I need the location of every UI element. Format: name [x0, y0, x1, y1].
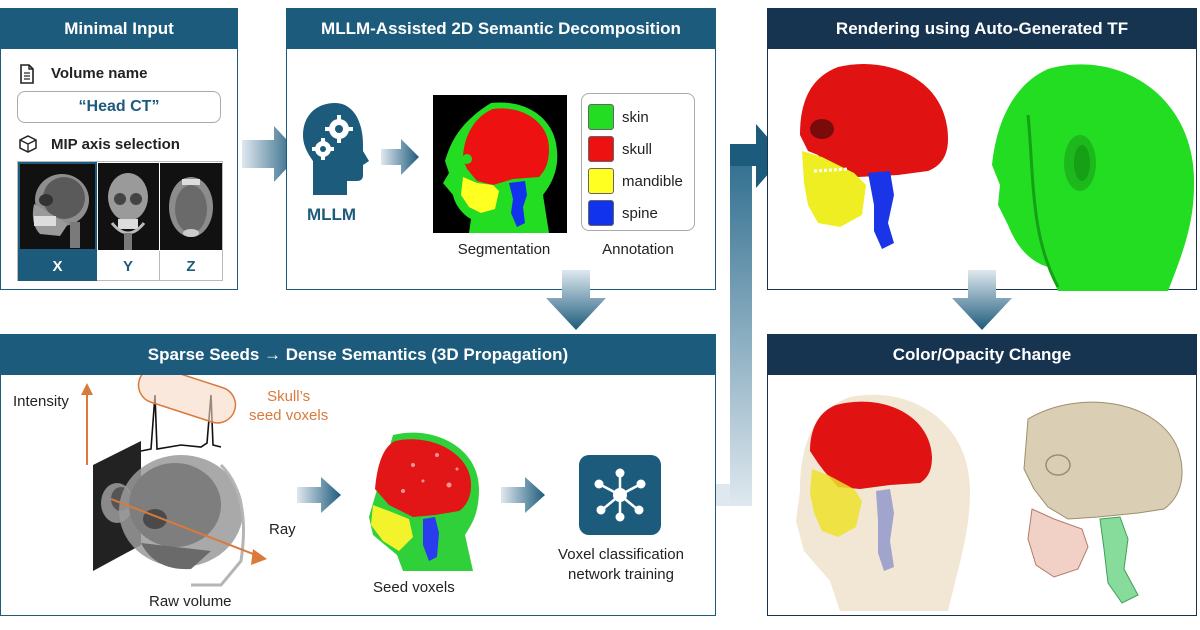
volume-name-field[interactable]: “Head CT” [17, 91, 221, 123]
minimal-input-panel: Minimal Input Volume name “Head CT” MIP … [0, 8, 238, 290]
volume-name-value: “Head CT” [78, 98, 160, 115]
legend-item-spine: spine [588, 200, 658, 226]
axis-y-label: Y [122, 257, 133, 275]
legend-swatch-spine [588, 200, 614, 226]
legend-swatch-mandible [588, 168, 614, 194]
arrow-decomposition-down [546, 270, 606, 330]
legend-label-mandible: mandible [622, 172, 683, 190]
arrow-mllm-to-segmentation [381, 139, 419, 175]
training-caption: Voxel classification network training [537, 545, 705, 585]
legend-label-spine: spine [622, 204, 658, 222]
arrow-input-to-mllm [242, 126, 300, 182]
annotation-legend: skin skull mandible spine [581, 93, 695, 231]
ray-label: Ray [269, 521, 296, 538]
minimal-input-title: Minimal Input [1, 9, 237, 49]
color-change-panel: Color/Opacity Change [767, 334, 1197, 616]
seed-note: Skull’s seed voxels [249, 387, 328, 425]
color-change-title: Color/Opacity Change [768, 335, 1196, 375]
axis-x-label: X [52, 257, 63, 275]
legend-swatch-skin [588, 104, 614, 130]
mip-thumbnails: X Y Z [17, 161, 223, 281]
legend-item-skin: skin [588, 104, 649, 130]
seed-note-line1: Skull’s [267, 388, 311, 405]
rendering-title: Rendering using Auto-Generated TF [768, 9, 1196, 49]
mllm-label: MLLM [307, 205, 357, 224]
propagation-panel: Sparse Seeds → Dense Semantics (3D Propa… [0, 334, 716, 616]
raw-volume-caption: Raw volume [149, 593, 232, 610]
wireframe-skull-render [1023, 401, 1183, 604]
arrow-raw-to-seed [297, 477, 341, 513]
legend-item-mandible: mandible [588, 168, 683, 194]
legend-label-skin: skin [622, 108, 649, 126]
skull-render-image [800, 64, 948, 249]
raw-volume-illustration [81, 375, 267, 587]
annotation-caption: Annotation [602, 241, 674, 258]
rendering-panel: Rendering using Auto-Generated TF [767, 8, 1197, 291]
segmentation-image [433, 95, 567, 233]
network-icon [579, 455, 661, 535]
axis-x-button[interactable]: X [18, 251, 97, 281]
propagation-title: Sparse Seeds → Dense Semantics (3D Propa… [1, 335, 715, 375]
seed-voxels-caption: Seed voxels [373, 579, 455, 596]
cube-icon [19, 135, 37, 153]
volume-name-label: Volume name [51, 65, 148, 82]
seed-voxels-image [369, 432, 479, 571]
document-icon [20, 64, 34, 84]
intensity-label: Intensity [13, 393, 69, 410]
axis-z-button[interactable]: Z [160, 251, 222, 281]
legend-swatch-skull [588, 136, 614, 162]
training-caption-line2: network training [568, 566, 674, 583]
seed-note-line2: seed voxels [249, 407, 329, 424]
training-caption-line1: Voxel classification [558, 546, 684, 563]
decomposition-panel: MLLM-Assisted 2D Semantic Decomposition … [286, 8, 716, 290]
segmentation-caption: Segmentation [457, 241, 551, 258]
mip-thumb-x[interactable] [18, 162, 97, 251]
legend-label-skull: skull [622, 140, 653, 158]
skin-render-image [992, 64, 1195, 291]
mip-thumb-z[interactable] [160, 163, 222, 250]
axis-y-button[interactable]: Y [97, 251, 160, 281]
arrow-seed-to-network [501, 477, 545, 513]
arrow-propagation-to-rendering [716, 124, 784, 506]
brain-gears-icon [303, 103, 369, 195]
arrow-rendering-down [952, 270, 1012, 330]
decomposition-title: MLLM-Assisted 2D Semantic Decomposition [287, 9, 715, 49]
legend-item-skull: skull [588, 136, 652, 162]
translucent-skull-render [796, 394, 970, 611]
mip-axis-label: MIP axis selection [51, 136, 180, 153]
axis-z-label: Z [186, 257, 196, 275]
mip-thumb-y[interactable] [98, 163, 159, 250]
